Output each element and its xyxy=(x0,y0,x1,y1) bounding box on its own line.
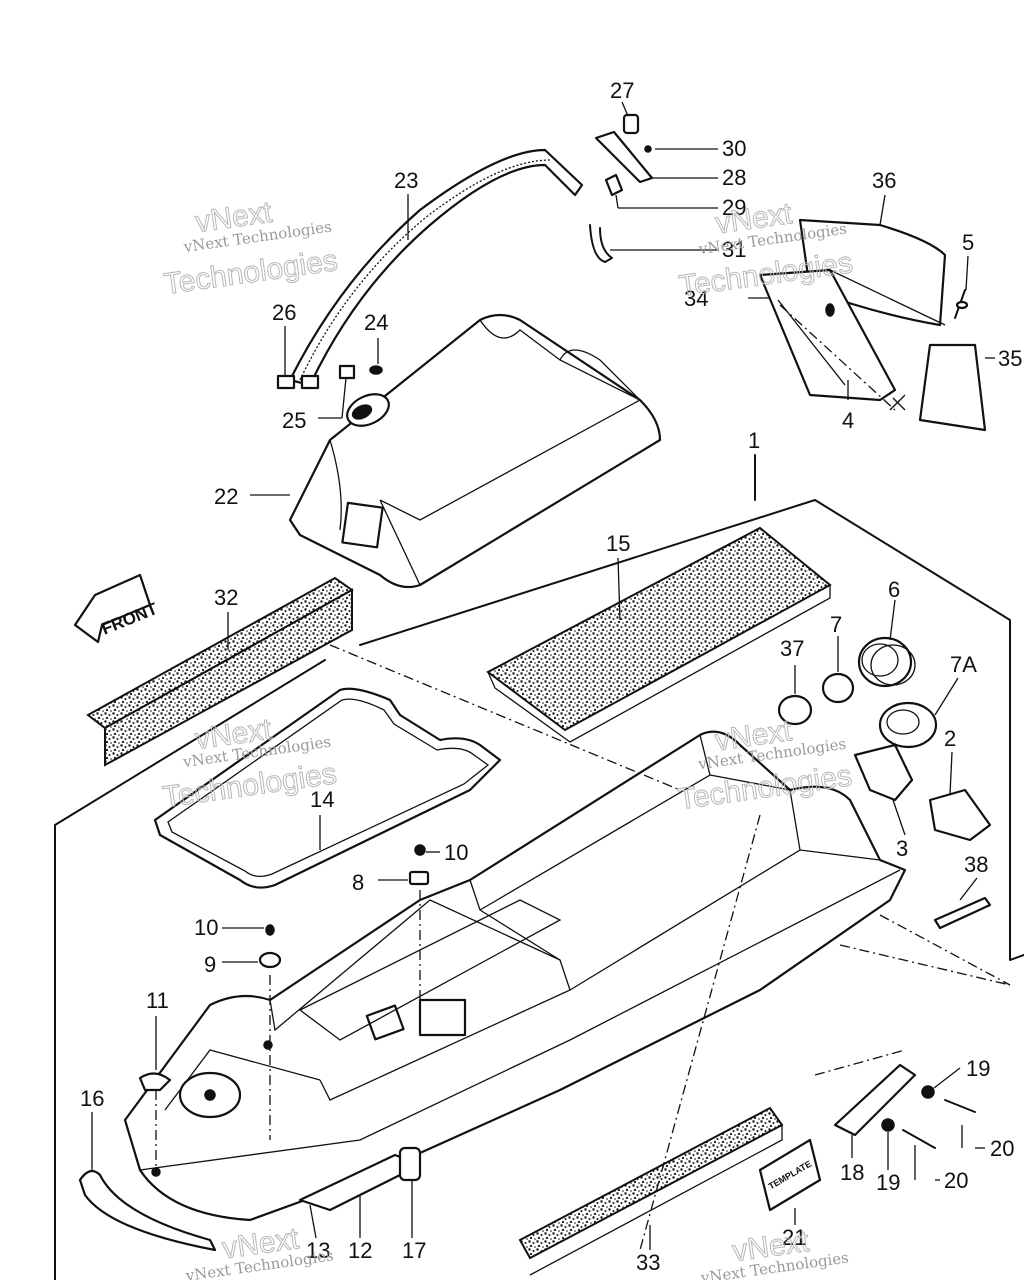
storage-lid xyxy=(758,218,987,432)
callout-28: 28 xyxy=(722,165,746,190)
callout-24: 24 xyxy=(364,310,388,335)
watermark-bottom-left: vNext vNext Technologies xyxy=(184,1222,335,1280)
clip-26 xyxy=(276,374,296,390)
callout-25: 25 xyxy=(282,408,306,433)
callout-labels: 1 2 3 4 5 6 7 7A 8 9 10 10 11 12 13 14 1… xyxy=(80,78,1022,1275)
callout-2: 2 xyxy=(944,726,956,751)
callout-26: 26 xyxy=(272,300,296,325)
callout-10-lower: 10 xyxy=(194,915,218,940)
template-21: TEMPLATE xyxy=(758,1138,822,1212)
callout-10-upper: 10 xyxy=(444,840,468,865)
cover-3 xyxy=(853,743,914,802)
washer-19-bottom xyxy=(881,1118,895,1132)
callout-12: 12 xyxy=(348,1238,372,1263)
center-lines xyxy=(155,304,1011,1251)
engine-hood xyxy=(288,313,662,589)
callout-16: 16 xyxy=(80,1086,104,1111)
callout-32: 32 xyxy=(214,585,238,610)
callout-15: 15 xyxy=(606,531,630,556)
callout-29: 29 xyxy=(722,195,746,220)
callout-20-upper: 20 xyxy=(990,1136,1014,1161)
seal-7a xyxy=(878,701,938,749)
hatch-gasket xyxy=(153,687,502,889)
callout-21: 21 xyxy=(782,1225,806,1250)
callout-13: 13 xyxy=(306,1238,330,1263)
callout-6: 6 xyxy=(888,577,900,602)
hull-body xyxy=(123,730,907,1222)
callout-22: 22 xyxy=(214,484,238,509)
rubstrip-16 xyxy=(78,1169,217,1252)
hook-hardware xyxy=(589,113,654,263)
callout-1: 1 xyxy=(748,428,760,453)
callout-18: 18 xyxy=(840,1160,864,1185)
nut-8 xyxy=(408,870,430,886)
screw-24 xyxy=(369,365,383,375)
washer-19-top xyxy=(921,1085,935,1099)
front-arrow: FRONT xyxy=(73,573,161,644)
callout-37: 37 xyxy=(780,636,804,661)
grab-strap xyxy=(288,148,584,387)
callout-17: 17 xyxy=(402,1238,426,1263)
callout-7: 7 xyxy=(830,612,842,637)
callout-5: 5 xyxy=(962,230,974,255)
callout-20-lower: 20 xyxy=(944,1168,968,1193)
callout-9: 9 xyxy=(204,952,216,977)
cover-2 xyxy=(928,788,992,842)
assembly-boundary-left xyxy=(54,659,326,1280)
bolt-10-top xyxy=(414,844,426,856)
mat-15 xyxy=(486,526,832,732)
mat-32-face xyxy=(104,588,353,767)
callout-34: 34 xyxy=(684,286,708,311)
callout-30: 30 xyxy=(722,136,746,161)
bolt-20-bottom xyxy=(902,1129,936,1149)
bolt-20-top xyxy=(944,1099,976,1113)
callout-27: 27 xyxy=(610,78,634,103)
callout-14: 14 xyxy=(310,787,334,812)
callout-11: 11 xyxy=(146,988,169,1013)
callout-35: 35 xyxy=(998,346,1022,371)
callout-4: 4 xyxy=(842,408,854,433)
strip-38 xyxy=(933,896,992,930)
watermark-top-left: vNext vNext Technologies Technologies xyxy=(161,195,340,301)
callout-8: 8 xyxy=(352,870,364,895)
leader-lines xyxy=(91,101,995,1250)
washer-9 xyxy=(258,951,282,969)
o-ring-7 xyxy=(821,672,855,704)
cap-37 xyxy=(777,694,813,726)
bracket-18 xyxy=(833,1063,917,1137)
assembly-boundary xyxy=(359,499,1024,961)
callout-7a: 7A xyxy=(950,652,977,677)
callout-36: 36 xyxy=(872,168,896,193)
clip-25 xyxy=(338,364,356,380)
callout-33: 33 xyxy=(636,1250,660,1275)
fitting-6 xyxy=(857,636,916,688)
callout-19-lower: 19 xyxy=(876,1170,900,1195)
callout-38: 38 xyxy=(964,852,988,877)
callout-23: 23 xyxy=(394,168,418,193)
callout-19-upper: 19 xyxy=(966,1056,990,1081)
bolt-10-left xyxy=(265,924,275,936)
callout-3: 3 xyxy=(896,836,908,861)
watermark-bottom-right: vNext vNext Technologies xyxy=(699,1224,850,1280)
callout-31: 31 xyxy=(722,237,746,262)
